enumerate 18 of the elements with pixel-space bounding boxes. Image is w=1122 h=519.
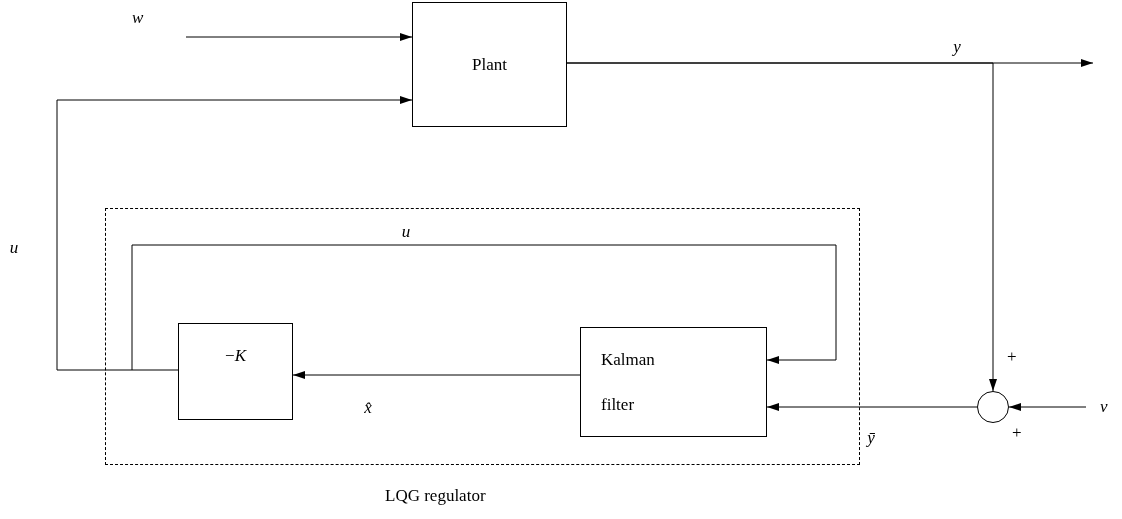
block-box xyxy=(580,327,767,437)
signal-arrow xyxy=(56,96,413,371)
block-label: Plant xyxy=(472,54,507,75)
block-box xyxy=(412,2,567,127)
signal-label: v xyxy=(1100,397,1108,416)
signal-arrow xyxy=(185,33,413,41)
group-title: LQG regulator xyxy=(385,486,486,506)
sign-label: + xyxy=(1007,347,1017,367)
signal-arrow xyxy=(292,371,581,379)
signal-arrow xyxy=(131,244,837,371)
signal-arrow xyxy=(566,62,997,392)
signal-arrow xyxy=(1008,403,1087,411)
signal-label: w xyxy=(132,8,144,27)
block-label: −K xyxy=(225,346,246,366)
signal-arrow xyxy=(766,403,978,411)
block-box xyxy=(178,323,293,420)
block-label: Kalman filter xyxy=(601,349,656,416)
sign-label: + xyxy=(1012,423,1022,443)
